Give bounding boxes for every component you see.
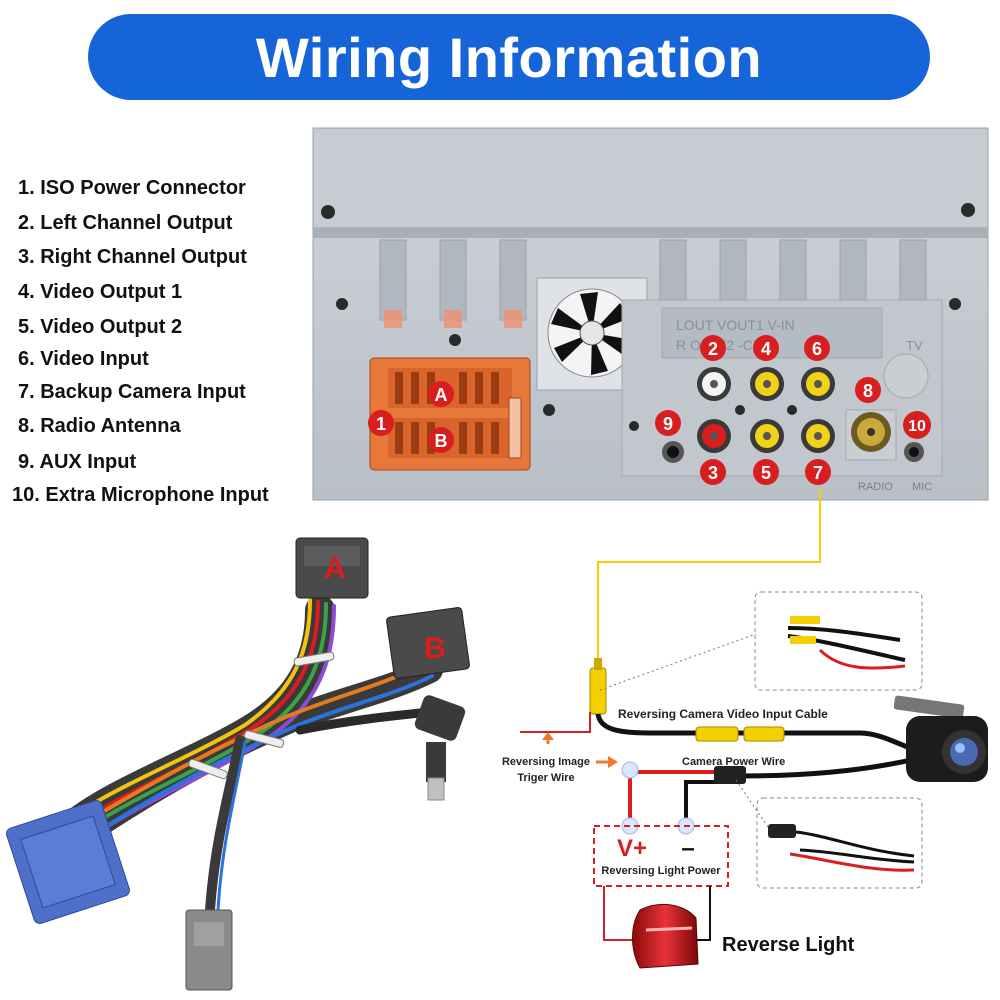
legend-item: 4. Video Output 1 <box>18 281 183 303</box>
svg-text:4: 4 <box>761 339 771 359</box>
reverse-light-label: Reverse Light <box>722 934 855 956</box>
rca-jack-camera-in <box>801 419 835 453</box>
badge-2: 2 <box>700 335 726 361</box>
legend-item: 8. Radio Antenna <box>18 415 181 437</box>
mic-label: MIC <box>912 481 932 493</box>
wiring-harness: A B <box>6 537 470 991</box>
number-badges: 1 A B 2 4 6 9 8 10 3 5 7 <box>368 335 931 485</box>
harness-connector-b <box>386 607 470 679</box>
svg-text:7: 7 <box>813 463 823 483</box>
trigger-label-line1: Reversing Image <box>502 756 590 768</box>
inset-video-cable <box>599 591 923 691</box>
badge-9: 9 <box>655 410 681 436</box>
backup-camera <box>893 695 988 782</box>
power-box <box>593 825 729 887</box>
screw-icon <box>949 298 961 310</box>
legend-item: 10. Extra Microphone Input <box>12 484 269 506</box>
title-banner: Wiring Information <box>88 14 930 100</box>
legend-item: 5. Video Output 2 <box>18 316 183 338</box>
legend-item: 6. Video Input <box>18 348 149 370</box>
tv-label: TV <box>906 338 923 353</box>
svg-text:10: 10 <box>908 418 926 435</box>
badge-3: 3 <box>700 459 726 485</box>
video-cable-label: Reversing Camera Video Input Cable <box>618 707 828 721</box>
badge-4: 4 <box>753 335 779 361</box>
reverse-light <box>632 904 699 969</box>
screw-icon <box>321 205 335 219</box>
screw-icon <box>449 334 461 346</box>
power-wire-label: Camera Power Wire <box>682 756 785 768</box>
minus-label: – <box>681 835 694 862</box>
rca-plug <box>589 658 607 715</box>
screw-icon <box>336 298 348 310</box>
svg-text:6: 6 <box>812 339 822 359</box>
radio-label: RADIO <box>858 481 893 493</box>
head-unit-rear: LOUT VOUT1 V-IN R O V T2 -CIN TV <box>312 127 989 501</box>
dc-plug <box>714 766 746 784</box>
badge-b: B <box>428 427 454 453</box>
legend-item: 3. Right Channel Output <box>18 246 247 268</box>
port-text-top: LOUT VOUT1 V-IN <box>676 317 795 333</box>
harness-connector-a <box>295 537 369 599</box>
trigger-label-line2: Triger Wire <box>517 772 574 784</box>
rca-jack-right-out <box>697 419 731 453</box>
gray-plug <box>185 909 233 991</box>
iso-connector <box>369 357 531 471</box>
power-label: Reversing Light Power <box>601 865 721 877</box>
rca-jack-video-out-2 <box>750 419 784 453</box>
aux-jack <box>662 441 684 463</box>
harness-label-b: B <box>424 632 446 665</box>
inline-connector <box>743 726 785 742</box>
rca-jack-left-out <box>697 367 731 401</box>
antenna-plug <box>414 695 466 801</box>
inline-connector <box>695 726 739 742</box>
mic-jack <box>904 442 924 462</box>
legend-item: 1. ISO Power Connector <box>18 177 246 199</box>
badge-7: 7 <box>805 459 831 485</box>
vplus-label: V+ <box>617 835 647 862</box>
legend-item: 2. Left Channel Output <box>18 212 233 234</box>
svg-text:5: 5 <box>761 463 771 483</box>
svg-text:8: 8 <box>863 381 873 401</box>
svg-text:3: 3 <box>708 463 718 483</box>
rca-jack-video-in <box>801 367 835 401</box>
badge-1: 1 <box>368 410 394 436</box>
svg-text:9: 9 <box>663 414 673 434</box>
badge-5: 5 <box>753 459 779 485</box>
svg-text:2: 2 <box>708 339 718 359</box>
badge-a: A <box>428 381 454 407</box>
legend-item: 9. AUX Input <box>18 451 137 473</box>
badge-10: 10 <box>903 411 931 439</box>
antenna-socket <box>845 409 897 461</box>
rca-jack-video-out-1 <box>750 367 784 401</box>
connector-a-label: A <box>435 385 448 405</box>
blue-connector <box>6 800 130 924</box>
svg-text:1: 1 <box>376 414 386 434</box>
badge-8: 8 <box>855 377 881 403</box>
inset-power-cable <box>735 779 923 889</box>
legend-item: 7. Backup Camera Input <box>18 381 246 403</box>
screw-icon <box>961 203 975 217</box>
screw-icon <box>543 404 555 416</box>
page-title: Wiring Information <box>255 25 763 89</box>
connector-b-label: B <box>435 431 448 451</box>
badge-6: 6 <box>804 335 830 361</box>
camera-wiring: Reversing Camera Video Input Cable Rever… <box>502 488 988 969</box>
harness-label-a: A <box>324 552 346 585</box>
